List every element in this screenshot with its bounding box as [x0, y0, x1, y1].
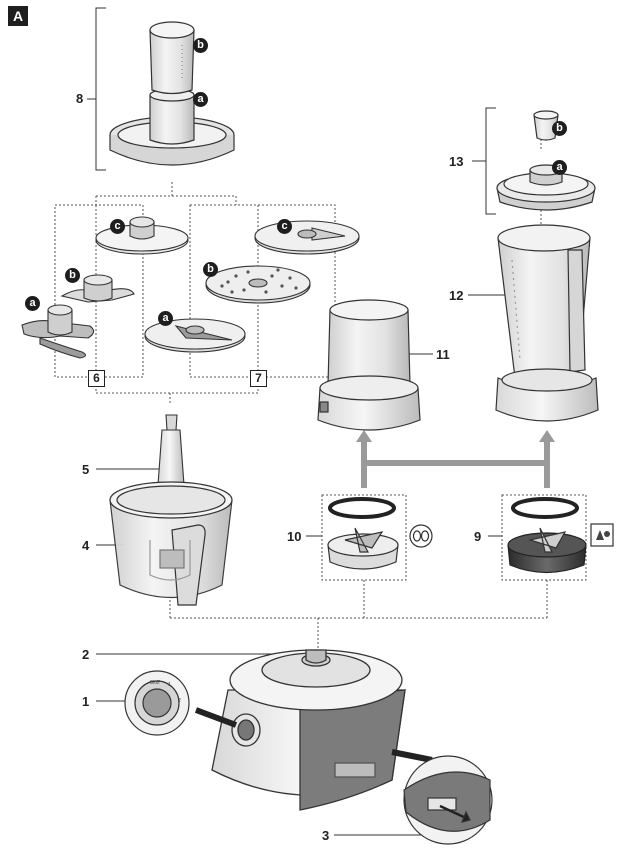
part-10-grinder-blade [327, 497, 433, 570]
part-6-a-blade [21, 304, 95, 359]
label-3: 3 [322, 828, 330, 843]
panel-tag: A [8, 6, 28, 26]
label-9: 9 [474, 529, 482, 544]
part-11-grinder-jar [317, 299, 421, 431]
badge-8b: b [193, 38, 208, 53]
label-1: 1 [82, 694, 90, 709]
badge-6a: a [25, 296, 40, 311]
part-4-bowl [109, 481, 233, 606]
part-3-cord-zoom [403, 755, 493, 845]
badge-13b: b [552, 121, 567, 136]
badge-7c: c [277, 219, 292, 234]
grey-arrowheads [356, 430, 555, 442]
part-1-control-knob: 0/off 2 1 [124, 670, 190, 736]
part-7-b-grating-disc [205, 265, 311, 304]
part-7-c-slicing-disc [254, 220, 360, 255]
badge-7a: a [158, 311, 173, 326]
part-2-base-motor [211, 649, 406, 811]
label-11: 11 [436, 347, 450, 362]
badge-6b: b [65, 268, 80, 283]
svg-text:1: 1 [168, 682, 171, 688]
label-7-box: 7 [250, 370, 267, 387]
part-8-feed-tube-lid [109, 21, 235, 166]
part-6-b-kneading-tool [60, 274, 135, 303]
label-12: 12 [449, 288, 464, 303]
grey-connector-arrows [361, 440, 550, 488]
svg-text:2: 2 [178, 698, 181, 704]
label-8: 8 [76, 91, 84, 106]
part-13-blender-lid [496, 110, 596, 211]
badge-7b: b [203, 262, 218, 277]
label-2: 2 [82, 647, 90, 662]
part-9-blender-blade [507, 497, 614, 574]
leader-lines [87, 7, 505, 836]
zoom-pointer-1 [194, 707, 238, 728]
label-10: 10 [287, 529, 302, 544]
label-5: 5 [82, 462, 90, 477]
part-12-blender-jar [495, 224, 599, 422]
svg-text:0/off: 0/off [150, 680, 160, 686]
label-4: 4 [82, 538, 90, 553]
label-13: 13 [449, 154, 464, 169]
badge-6c: c [110, 219, 125, 234]
badge-13a: a [552, 160, 567, 175]
badge-8a: a [193, 92, 208, 107]
label-6-box: 6 [88, 370, 105, 387]
zoom-pointer-3 [391, 749, 433, 763]
part-7-a-disc [144, 318, 246, 353]
